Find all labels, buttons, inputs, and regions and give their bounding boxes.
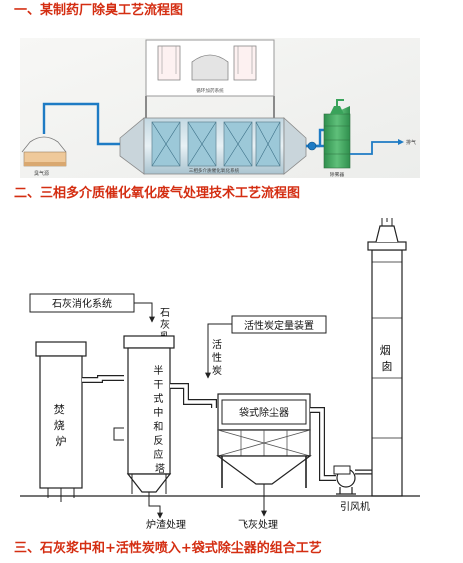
demister-label: 除雾器 <box>330 171 345 178</box>
lime-feed-line <box>134 302 155 323</box>
exhaust-pipe <box>350 141 398 155</box>
carbon-dosing-device: 活性炭定量装置 <box>231 315 327 334</box>
pump-icon <box>307 141 317 151</box>
carbon-system-label: 活性炭定量装置 <box>244 319 314 332</box>
fan-label: 引风机 <box>340 500 370 513</box>
bag-filter-legs <box>221 456 307 488</box>
incinerator: 焚 烧 炉 <box>35 341 87 489</box>
lime-slaking-system: 石灰消化系统 <box>29 293 135 313</box>
section-2-heading: 二、三相多介质催化氧化废气处理技术工艺流程图 <box>14 186 301 201</box>
reactor-label: 半 干 式 中 和 反 应 塔 <box>153 364 166 475</box>
main-unit-label: 三相多介质催化氧化系统 <box>189 167 240 174</box>
section-3-heading: 三、石灰浆中和+活性炭喷入+袋式除尘器的组合工艺 <box>14 541 322 556</box>
odor-source-label: 臭气源 <box>34 170 49 177</box>
deodorization-process-figure: 循环加药系统 三相多介质催化氧化系统 臭气源 除雾器 <box>20 38 420 178</box>
induced-draft-fan <box>333 465 356 495</box>
chimney: 烟 囱 <box>367 218 407 497</box>
incinerator-legs <box>47 488 75 502</box>
exhaust-arrow-icon <box>398 139 404 145</box>
dosing-system-box: 循环加药系统 <box>145 39 275 97</box>
section-1-heading: 一、某制药厂除臭工艺流程图 <box>14 3 184 18</box>
reactor-legs <box>131 474 167 494</box>
exhaust-label: 排气 <box>406 139 416 146</box>
active-carbon-label: 活 性 炭 <box>212 339 225 377</box>
catalytic-oxidation-unit: 三相多介质催化氧化系统 <box>119 117 307 175</box>
bag-filter-label: 袋式除尘器 <box>239 406 289 419</box>
fly-ash-label: 飞灰处理 <box>238 518 278 531</box>
semi-dry-reactor: 半 干 式 中 和 反 应 塔 <box>123 335 175 493</box>
lime-carbon-bagfilter-figure: 石灰消化系统 石 灰 乳 焚 烧 炉 半 干 式 中 和 反 应 塔 <box>20 218 420 531</box>
incinerator-label: 焚 烧 炉 <box>54 403 69 448</box>
bag-filter: 袋式除尘器 <box>216 393 312 485</box>
inlet-pipe <box>42 102 120 146</box>
odor-source: 臭气源 <box>21 136 67 177</box>
demister-tower: 除雾器 <box>323 99 351 178</box>
chimney-label: 烟 囱 <box>380 343 395 373</box>
reactor-side-duct <box>113 427 124 441</box>
slag-label: 炉渣处理 <box>146 518 186 531</box>
dosing-system-label: 循环加药系统 <box>196 87 224 94</box>
carbon-feed-line <box>205 323 232 379</box>
lime-system-label: 石灰消化系统 <box>52 297 112 310</box>
flue-pipe-2 <box>170 383 217 408</box>
